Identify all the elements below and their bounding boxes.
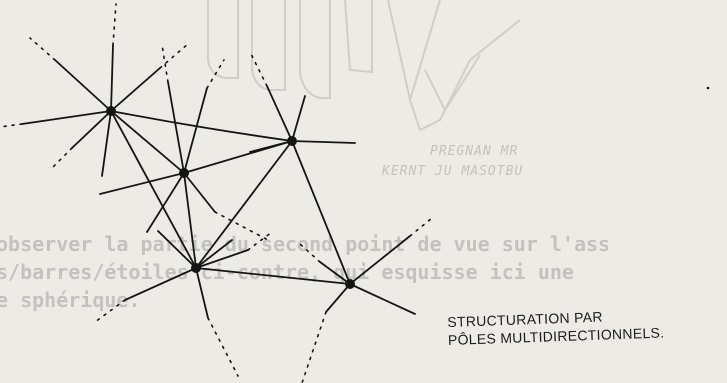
pole-node-c xyxy=(287,136,297,146)
link-a-c xyxy=(111,111,292,141)
link-a-b xyxy=(111,111,184,173)
link-c-d xyxy=(196,141,292,268)
link-a-d xyxy=(111,111,196,268)
sketch-caption: STRUCTURATION PAR PÔLES MULTIDIRECTIONNE… xyxy=(447,305,665,349)
pole-node-e xyxy=(345,279,355,289)
link-d-e xyxy=(196,268,350,284)
pole-node-d xyxy=(191,263,201,273)
pole-node-b xyxy=(179,168,189,178)
pole-node-a xyxy=(106,106,116,116)
